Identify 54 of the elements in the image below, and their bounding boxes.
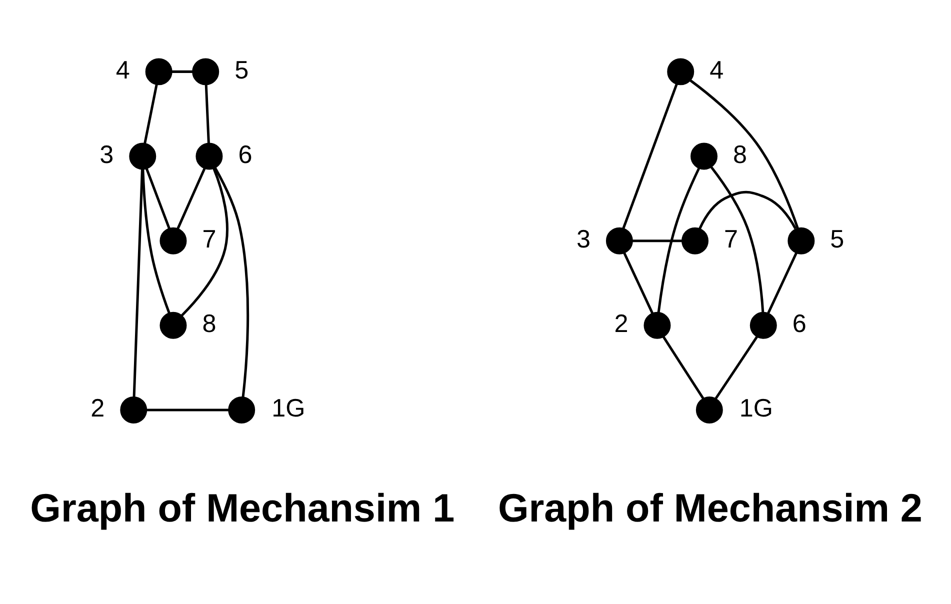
node-label: 8 xyxy=(732,140,747,169)
node-label: 7 xyxy=(724,225,738,254)
connector xyxy=(204,84,210,144)
node-label: 7 xyxy=(202,225,216,254)
node-circle xyxy=(644,312,671,339)
connector xyxy=(689,79,799,229)
node-circle xyxy=(750,312,777,339)
connector xyxy=(144,84,158,144)
node-label: 6 xyxy=(792,310,806,338)
connector xyxy=(622,252,654,314)
node-circle xyxy=(160,312,187,339)
connector xyxy=(172,70,193,73)
node-label: 5 xyxy=(234,56,249,84)
node-label: 4 xyxy=(710,56,724,84)
node-circle xyxy=(606,227,633,254)
connector xyxy=(766,252,798,314)
node-circle xyxy=(160,227,187,254)
connector xyxy=(622,83,678,230)
connector xyxy=(698,190,797,230)
node-circle xyxy=(690,142,718,170)
node-label: 8 xyxy=(202,310,216,338)
connector xyxy=(146,408,229,412)
node-circle xyxy=(120,396,148,424)
connector xyxy=(214,167,250,398)
connector xyxy=(714,336,758,400)
connector xyxy=(657,168,700,313)
node-circle xyxy=(129,142,156,170)
node-circle xyxy=(192,58,220,86)
node-label: 1G xyxy=(739,394,773,423)
label: Graph of Mechansim 2 xyxy=(498,486,922,531)
node-label: 6 xyxy=(238,140,252,169)
node-circle xyxy=(788,227,815,254)
connector xyxy=(180,168,228,317)
connector xyxy=(142,169,170,314)
connector xyxy=(145,168,170,230)
node-label: 4 xyxy=(116,56,130,84)
label: Graph of Mechansim 1 xyxy=(30,486,455,531)
connector xyxy=(662,336,704,400)
node-circle xyxy=(696,396,723,424)
connector xyxy=(710,166,764,313)
connector xyxy=(132,169,144,398)
node-circle xyxy=(228,396,256,424)
node-circle xyxy=(667,58,694,86)
node-label: 3 xyxy=(576,225,590,254)
node-label: 5 xyxy=(830,225,844,254)
node-circle xyxy=(145,58,172,86)
node-circle xyxy=(196,142,223,170)
node-label: 3 xyxy=(100,140,114,169)
node-label: 2 xyxy=(614,310,628,338)
node-label: 2 xyxy=(90,394,105,423)
node-label: 1G xyxy=(272,394,306,423)
connector xyxy=(176,168,206,230)
connector xyxy=(632,240,682,242)
node-circle xyxy=(682,227,708,254)
